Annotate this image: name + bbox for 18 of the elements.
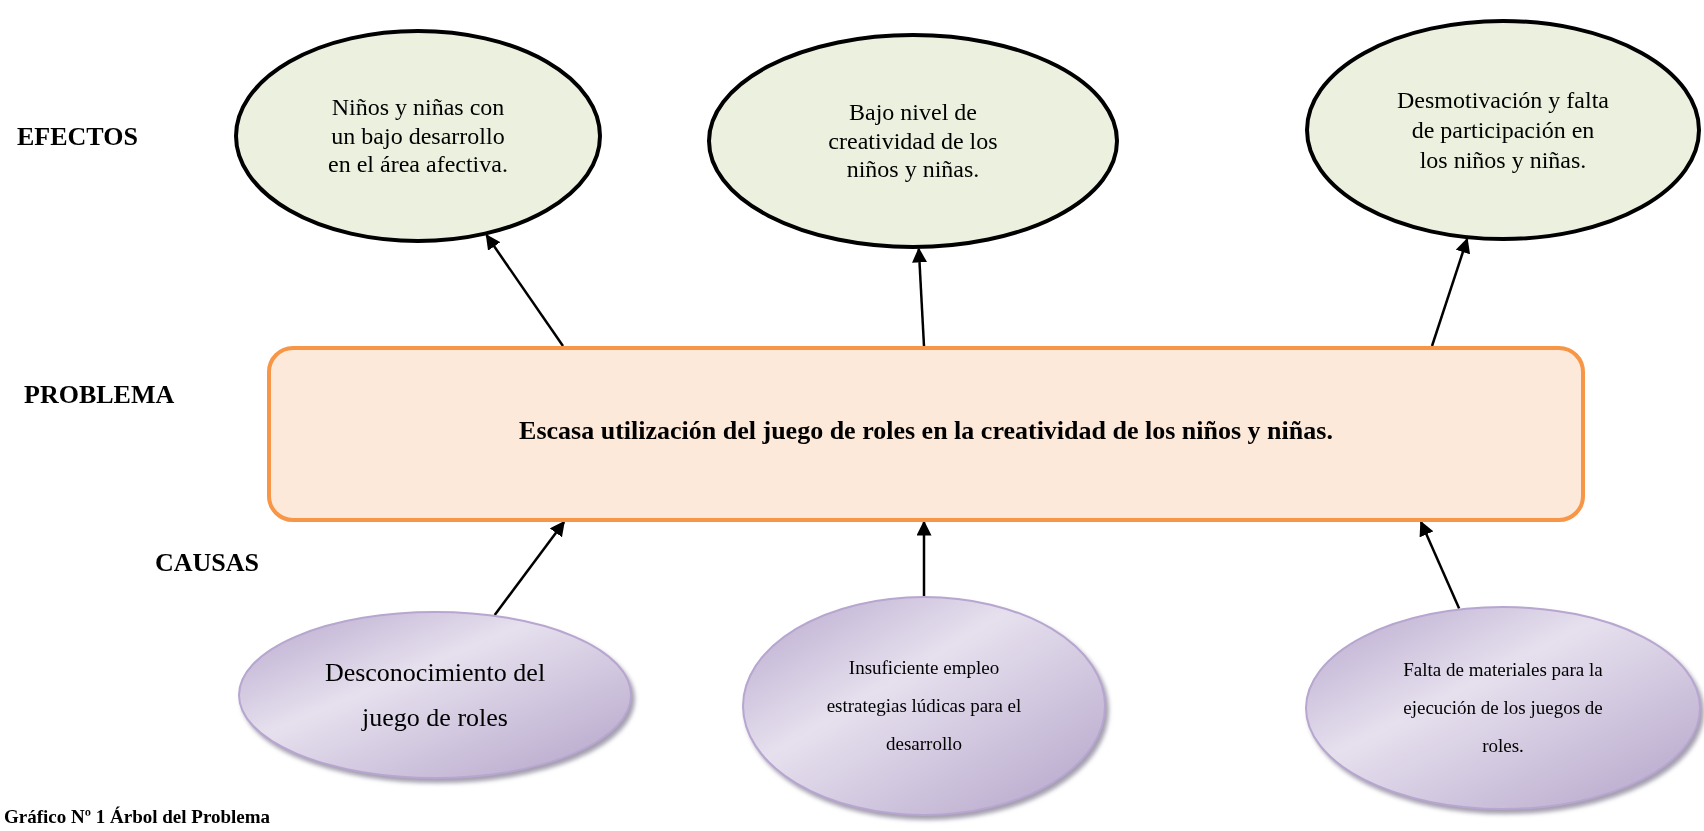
section-label: CAUSAS: [155, 548, 260, 578]
effect-text: Bajo nivel de creatividad de los niños y niñas.: [827, 97, 999, 185]
figure-caption: Gráfico Nº 1 Árbol del Problema: [4, 806, 271, 828]
problem-text: Escasa utilización del juego de roles en la creatividad de los niños y niñas.: [519, 416, 1333, 446]
arrow: [493, 520, 565, 616]
arrow: [485, 234, 565, 347]
arrow: [1419, 520, 1461, 610]
effect-text: Niños y niñas con un bajo desarrollo en el área afectiva.: [328, 92, 508, 180]
cause-text: Desconocimiento del juego de roles: [323, 656, 547, 734]
problem-box: [267, 346, 1585, 522]
arrow: [912, 247, 927, 347]
cause-text: Falta de materiales para la ejecución de los juegos de roles.: [1402, 658, 1604, 758]
arrow: [1430, 237, 1471, 347]
section-label: PROBLEMA: [24, 380, 175, 410]
section-label: EFECTOS: [17, 122, 138, 152]
cause-text: Insuficiente empleo estrategias lúdicas para el desarrollo: [825, 656, 1023, 756]
effect-text: Desmotivación y falta de participación en los niños y niñas.: [1396, 86, 1610, 175]
arrow: [916, 520, 932, 596]
